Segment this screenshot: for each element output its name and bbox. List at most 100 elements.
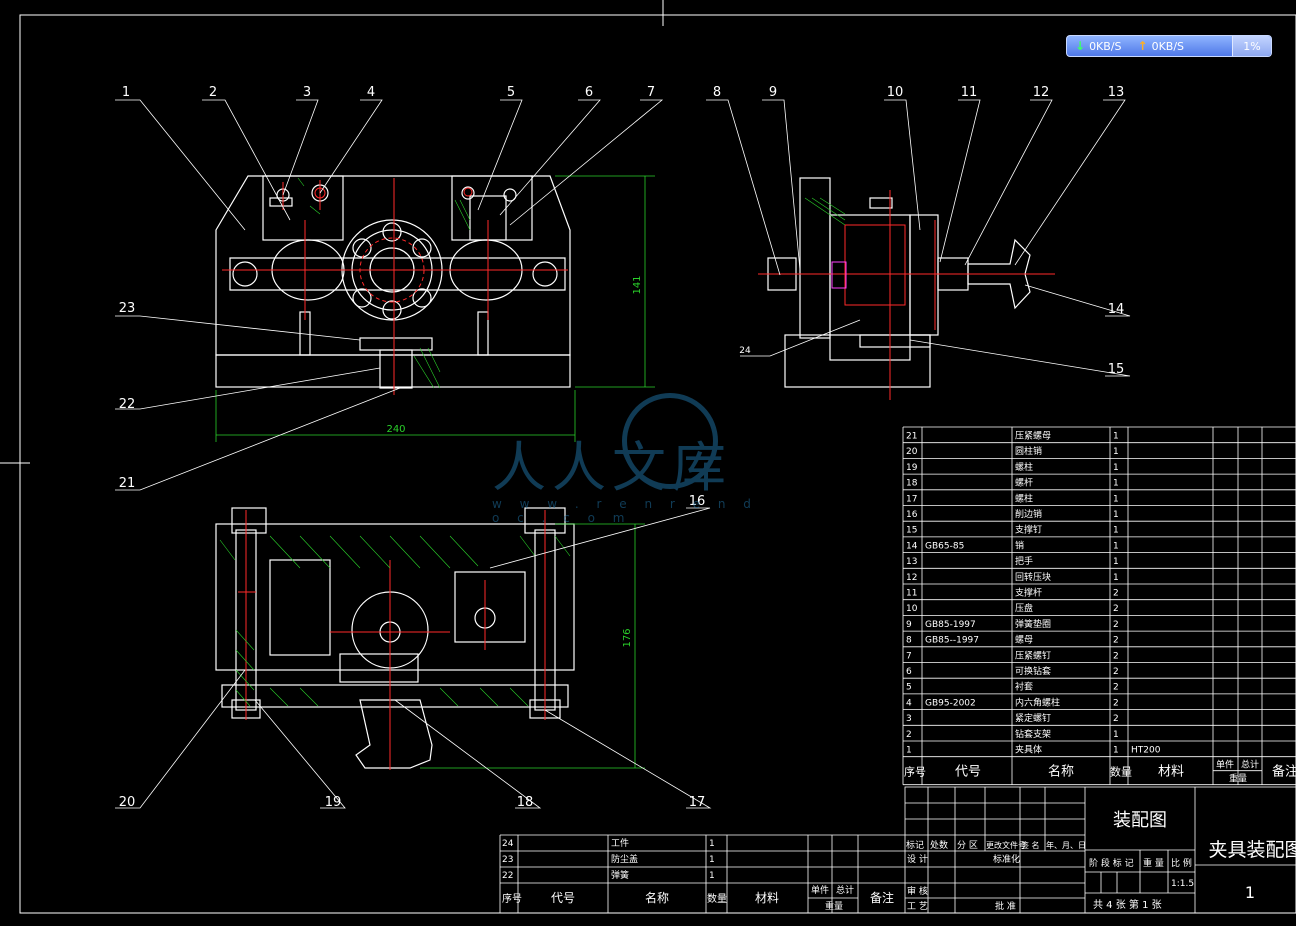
part-qty: 2 [1113, 604, 1119, 614]
part-qty: 1 [1113, 573, 1119, 583]
part-no: 18 [906, 479, 918, 489]
lower-header-mat: 材料 [755, 891, 779, 905]
part-name: 支撑杆 [1015, 587, 1042, 599]
check-label: 审 核 [907, 885, 928, 897]
assembly-label: 装配图 [1113, 810, 1167, 831]
part-material: HT200 [1131, 746, 1161, 756]
part-no: 16 [906, 510, 918, 520]
balloon-18: 18 [517, 795, 534, 810]
design-label: 设 计 [907, 853, 928, 865]
parts-list-lower-text: 24 工件 1 23 防尘盖 1 22 弹簧 1 序号 代号 名称 数量 材料 … [502, 837, 894, 912]
header-no: 序号 [904, 765, 926, 779]
lower-header-total: 总计 [836, 884, 854, 896]
rev-count: 处数 [930, 839, 948, 851]
part-qty: 1 [1113, 432, 1119, 442]
part-no: 11 [906, 589, 917, 599]
balloon-3: 3 [303, 85, 311, 100]
balloon-5: 5 [507, 85, 515, 100]
part-name: 销 [1015, 539, 1024, 551]
top-view: 176 [215, 507, 645, 770]
download-speed: 0KB/S [1089, 39, 1122, 53]
balloon-20: 20 [119, 795, 136, 810]
part-code: GB85--1997 [925, 636, 979, 646]
part-qty: 2 [1113, 683, 1119, 693]
part-name: 夹具体 [1015, 744, 1042, 756]
part-qty: 1 [1113, 541, 1119, 551]
lower-header-no: 序号 [502, 892, 522, 905]
sheet-count: 共 4 张 第 1 张 [1093, 898, 1162, 911]
parts-list [902, 426, 1296, 786]
part-qty: 1 [1113, 526, 1119, 536]
rev-zone: 分 区 [957, 840, 978, 851]
part-no: 2 [906, 730, 912, 740]
lower-row-name: 防尘盖 [611, 853, 638, 865]
download-arrow-icon: ↓ [1075, 39, 1086, 53]
header-weight: 重量 [1229, 773, 1247, 785]
part-qty: 1 [1113, 510, 1119, 520]
ratio-label: 比 例 [1171, 857, 1192, 869]
header-qty: 数量 [1110, 766, 1132, 779]
balloon-19: 19 [325, 795, 342, 810]
dim-width: 240 [386, 424, 405, 435]
part-name: 螺杆 [1015, 477, 1033, 489]
header-note: 备注 [1272, 764, 1296, 780]
upload-speed: 0KB/S [1151, 39, 1185, 53]
part-name: 削边销 [1015, 508, 1042, 520]
part-qty: 1 [1113, 447, 1119, 457]
part-name: 弹簧垫圈 [1015, 618, 1051, 630]
standardize-label: 标准化 [993, 853, 1020, 865]
part-name: 压紧螺母 [1015, 431, 1051, 442]
part-no: 1 [906, 746, 912, 756]
balloon-12: 12 [1033, 85, 1050, 100]
weight-label: 重 量 [1143, 857, 1164, 869]
part-qty: 1 [1113, 494, 1119, 504]
part-qty: 1 [1113, 479, 1119, 489]
title-block [904, 786, 1296, 914]
part-no: 19 [906, 463, 918, 473]
approve-label: 批 准 [995, 900, 1016, 912]
title-block-text: 装配图 夹具装配图 1 阶 段 标 记 重 量 比 例 1:1.5 共 4 张 … [906, 810, 1296, 912]
part-no: 14 [906, 541, 918, 551]
balloon-2: 2 [209, 85, 217, 100]
part-name: 可换钻套 [1015, 665, 1051, 677]
usage-percent: 1% [1232, 36, 1271, 56]
stage-label: 阶 段 标 记 [1089, 857, 1134, 869]
part-qty: 1 [1113, 463, 1119, 473]
part-qty: 2 [1113, 651, 1119, 661]
part-no: 9 [906, 620, 912, 630]
drawing-title: 夹具装配图 [1208, 839, 1296, 861]
part-no: 5 [906, 683, 912, 693]
header-name: 名称 [1048, 764, 1074, 780]
part-name: 把手 [1015, 555, 1033, 567]
part-qty: 1 [1113, 730, 1119, 740]
side-view [758, 177, 1055, 400]
part-qty: 2 [1113, 636, 1119, 646]
balloon-17: 17 [689, 795, 706, 810]
rev-mark: 标记 [906, 839, 924, 851]
balloon-14: 14 [1108, 302, 1125, 317]
dim-height-front: 141 [632, 275, 643, 294]
part-qty: 2 [1113, 714, 1119, 724]
part-qty: 1 [1113, 746, 1119, 756]
lower-row-qty: 1 [709, 855, 715, 865]
part-name: 压盘 [1015, 602, 1033, 614]
part-name: 支撑钉 [1015, 524, 1042, 536]
lower-header-weight: 重量 [825, 900, 843, 912]
balloon-4: 4 [367, 85, 375, 100]
part-no: 4 [906, 698, 912, 708]
balloon-numbers: 1 2 3 4 5 6 7 8 9 10 11 12 13 14 15 16 1… [119, 85, 1125, 810]
part-no: 6 [906, 667, 912, 677]
part-no: 10 [906, 604, 918, 614]
part-no: 21 [906, 432, 917, 442]
balloon-16: 16 [689, 494, 706, 509]
part-name: 螺柱 [1015, 492, 1033, 504]
part-no: 13 [906, 557, 917, 567]
lower-row-name: 弹簧 [611, 869, 629, 881]
part-name: 回转压块 [1015, 571, 1051, 583]
network-speed-widget[interactable]: ↓ 0KB/S ↑ 0KB/S 1% [1066, 35, 1272, 57]
lower-header-qty: 数量 [707, 892, 727, 905]
dim-height-top: 176 [622, 628, 633, 647]
balloon-10: 10 [887, 85, 904, 100]
